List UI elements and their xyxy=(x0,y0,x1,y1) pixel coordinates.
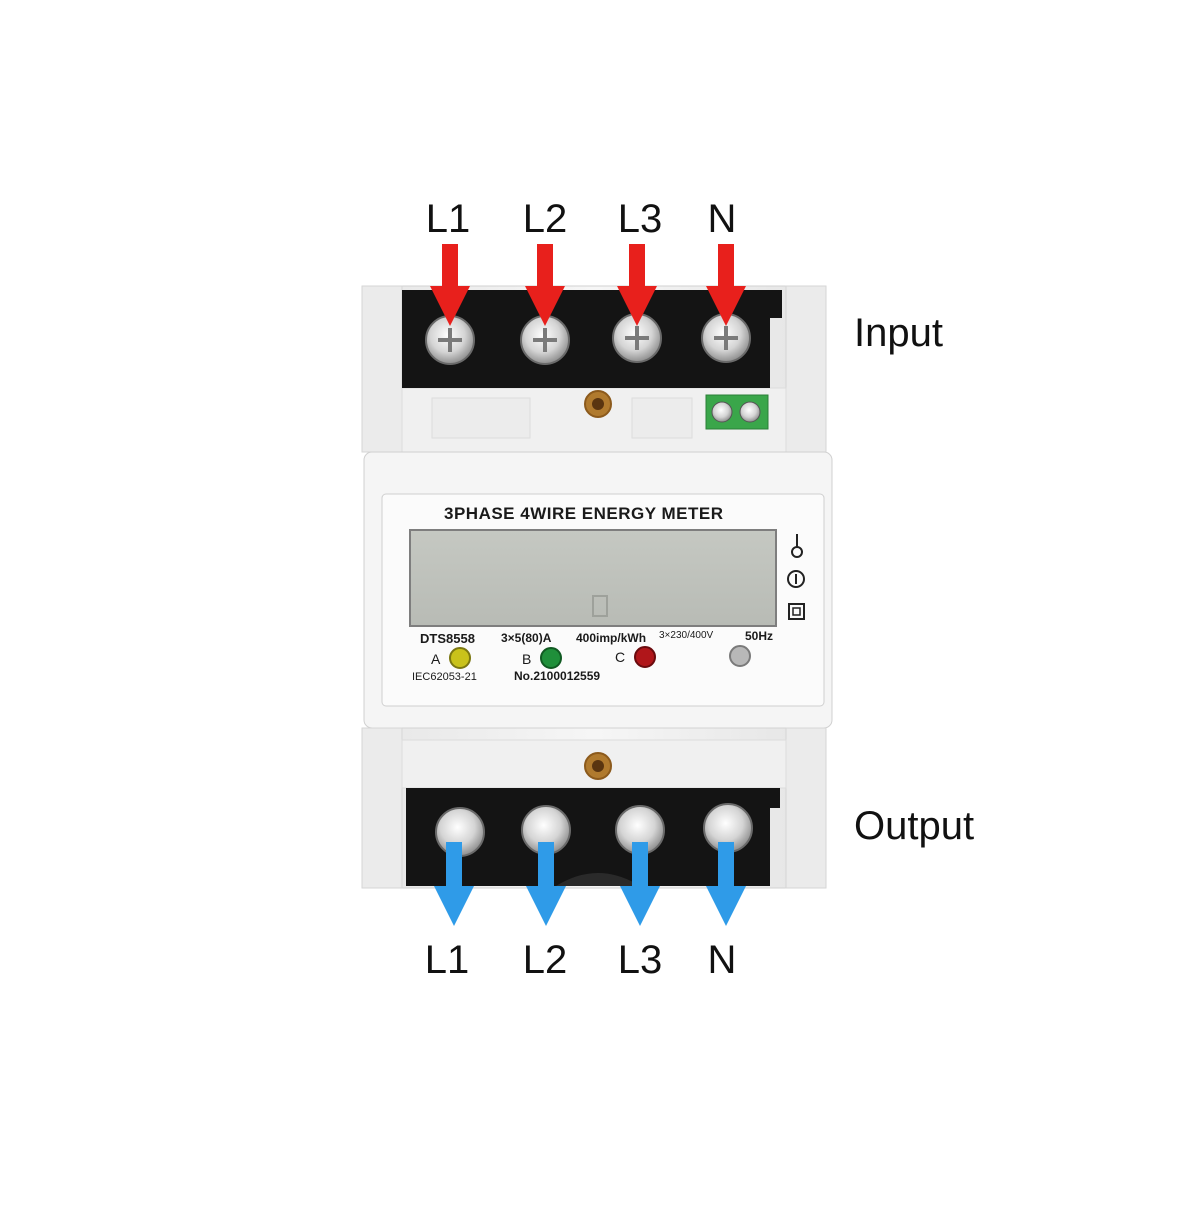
output-label-l2: L2 xyxy=(522,938,568,982)
info-circle-icon xyxy=(787,570,805,588)
lcd-segment xyxy=(592,595,608,617)
double-insulation-icon xyxy=(788,603,805,620)
input-label: Input xyxy=(854,311,943,355)
output-arrow-l3 xyxy=(620,842,660,926)
output-terminal-block xyxy=(406,788,780,886)
phase-b-label: B xyxy=(522,651,532,667)
output-arrow-l1 xyxy=(434,842,474,926)
led-phase-c xyxy=(634,646,656,668)
input-label-n: N xyxy=(707,197,737,241)
pulse-output-terminal xyxy=(705,394,769,430)
input-label-l2: L2 xyxy=(522,197,568,241)
led-phase-b xyxy=(540,647,562,669)
meter-title: 3PHASE 4WIRE ENERGY METER xyxy=(444,504,724,523)
input-arrow-n xyxy=(706,244,746,326)
meter-serial: No.2100012559 xyxy=(514,669,601,683)
meter-voltage: 3×230/400V xyxy=(659,630,714,641)
thermometer-icon xyxy=(791,534,803,558)
meter-model: DTS8558 xyxy=(420,631,475,646)
meter-current-rating: 3×5(80)A xyxy=(501,631,552,645)
meter-frequency: 50Hz xyxy=(745,629,774,643)
lower-mounting-hole xyxy=(584,752,612,780)
meter-standard: IEC62053-21 xyxy=(412,671,477,683)
input-label-l1: L1 xyxy=(425,197,471,241)
phase-c-label: C xyxy=(615,649,626,665)
phase-a-label: A xyxy=(431,651,441,667)
output-label-l1: L1 xyxy=(424,938,470,982)
input-terminal-block xyxy=(402,290,782,388)
output-label: Output xyxy=(854,804,975,848)
input-label-l3: L3 xyxy=(617,197,663,241)
led-phase-a xyxy=(449,647,471,669)
input-arrow-l1 xyxy=(430,244,470,326)
led-pulse xyxy=(729,645,751,667)
output-arrow-l2 xyxy=(526,842,566,926)
output-label-n: N xyxy=(707,938,737,982)
input-arrow-l3 xyxy=(617,244,657,326)
upper-mounting-hole xyxy=(584,390,612,418)
output-label-l3: L3 xyxy=(617,938,663,982)
input-screw-n xyxy=(701,313,751,363)
output-arrows xyxy=(434,842,746,926)
output-arrow-n xyxy=(706,842,746,926)
input-arrow-l2 xyxy=(525,244,565,326)
meter-constant: 400imp/kWh xyxy=(576,631,647,645)
input-arrows xyxy=(430,244,746,326)
